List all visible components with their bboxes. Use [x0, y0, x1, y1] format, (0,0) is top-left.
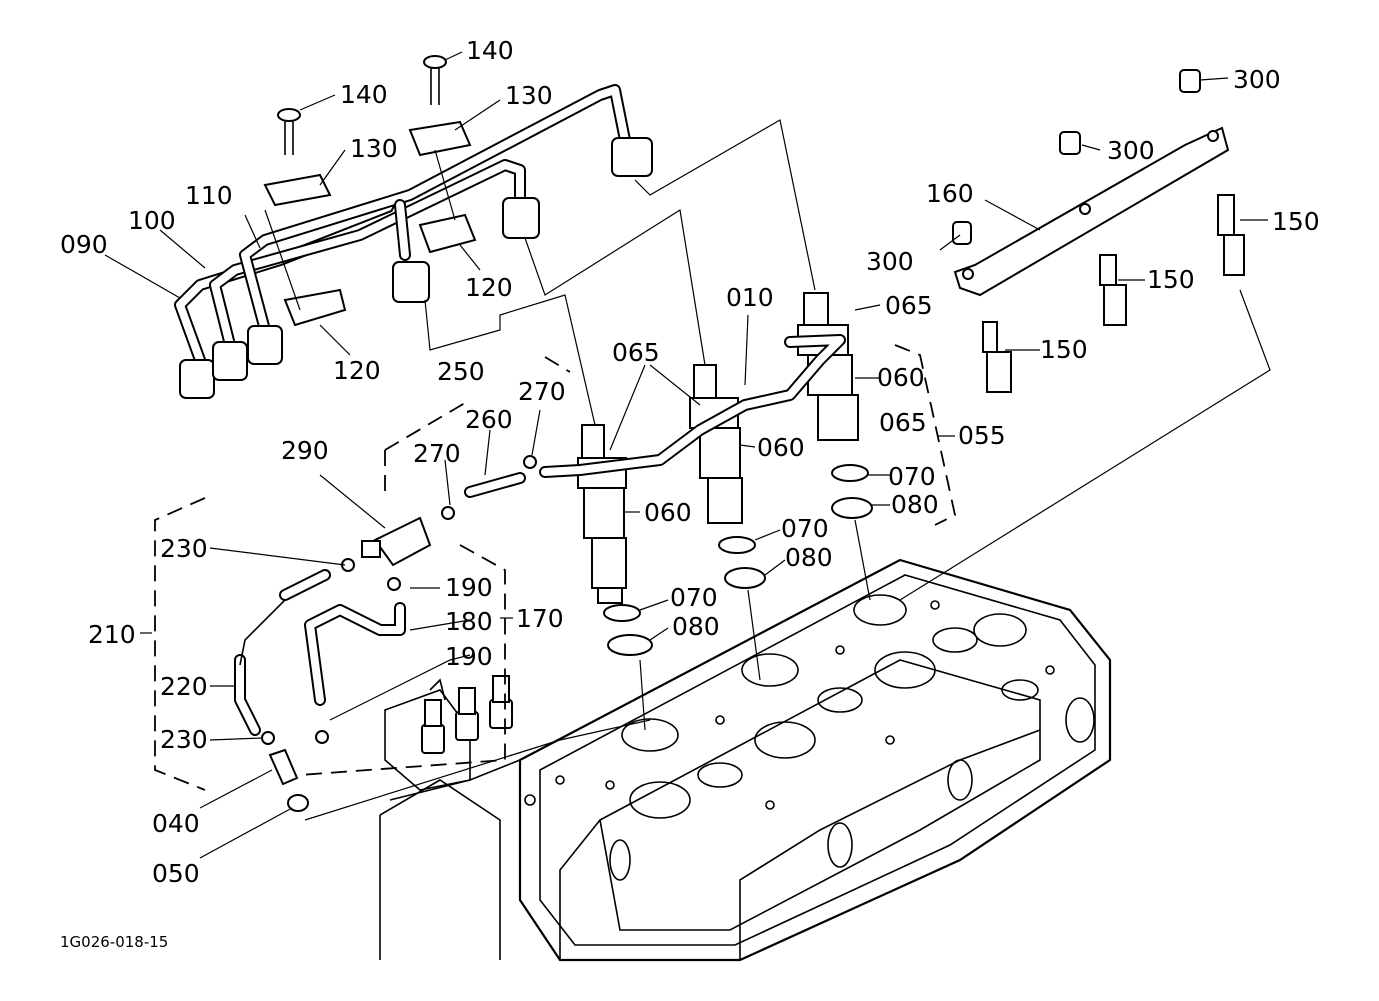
- callout-labels: 140 140 130 130 110 100 090 120 120 300 …: [60, 36, 1320, 951]
- clamp-bolts: [277, 55, 447, 155]
- group-brackets: [154, 344, 957, 791]
- callout-210: 210: [88, 620, 136, 649]
- injector-nozzles: [539, 292, 873, 656]
- callout-010: 010: [726, 283, 774, 312]
- callout-110: 110: [185, 181, 233, 210]
- callout-290: 290: [281, 436, 329, 465]
- callout-065: 065: [879, 408, 927, 437]
- callout-060: 060: [644, 498, 692, 527]
- injector-3: [797, 292, 873, 519]
- callout-150: 150: [1272, 207, 1320, 236]
- callout-100: 100: [128, 206, 176, 235]
- callout-180: 180: [445, 607, 493, 636]
- callout-120: 120: [333, 356, 381, 385]
- callout-300: 300: [1107, 136, 1155, 165]
- callout-300: 300: [866, 247, 914, 276]
- callout-160: 160: [926, 179, 974, 208]
- callout-250: 250: [437, 357, 485, 386]
- callout-230: 230: [160, 534, 208, 563]
- callout-150: 150: [1040, 335, 1088, 364]
- callout-220: 220: [160, 672, 208, 701]
- callout-190: 190: [445, 573, 493, 602]
- callout-060: 060: [757, 433, 805, 462]
- callout-190: 190: [445, 642, 493, 671]
- callout-140: 140: [340, 80, 388, 109]
- callout-140: 140: [466, 36, 514, 65]
- callout-050: 050: [152, 859, 200, 888]
- callout-230: 230: [160, 725, 208, 754]
- callout-090: 090: [60, 230, 108, 259]
- callout-060: 060: [877, 363, 925, 392]
- callout-120: 120: [465, 273, 513, 302]
- injection-pump-outlets: [384, 675, 513, 791]
- leader-lines: [104, 51, 1271, 859]
- callout-055: 055: [958, 421, 1006, 450]
- callout-070: 070: [888, 462, 936, 491]
- callout-260: 260: [465, 405, 513, 434]
- callout-150: 150: [1147, 265, 1195, 294]
- callout-270: 270: [413, 439, 461, 468]
- callout-080: 080: [891, 490, 939, 519]
- callout-040: 040: [152, 809, 200, 838]
- figure-code: 1G026-018-15: [60, 933, 168, 951]
- injector-2: [689, 364, 766, 589]
- callout-080: 080: [785, 543, 833, 572]
- callout-070: 070: [781, 514, 829, 543]
- callout-300: 300: [1233, 65, 1281, 94]
- callout-065: 065: [885, 291, 933, 320]
- glow-plugs: [952, 69, 1245, 393]
- callout-170: 170: [516, 604, 564, 633]
- callout-065: 065: [612, 338, 660, 367]
- cylinder-head: [379, 558, 1112, 962]
- pipe-clamps: [263, 120, 477, 327]
- overflow-hoses: [234, 455, 537, 812]
- injector-1: [577, 424, 653, 656]
- callout-130: 130: [505, 81, 553, 110]
- callout-070: 070: [670, 583, 718, 612]
- injection-pipes: [174, 84, 653, 399]
- callout-130: 130: [350, 134, 398, 163]
- callout-270: 270: [518, 377, 566, 406]
- callout-080: 080: [672, 612, 720, 641]
